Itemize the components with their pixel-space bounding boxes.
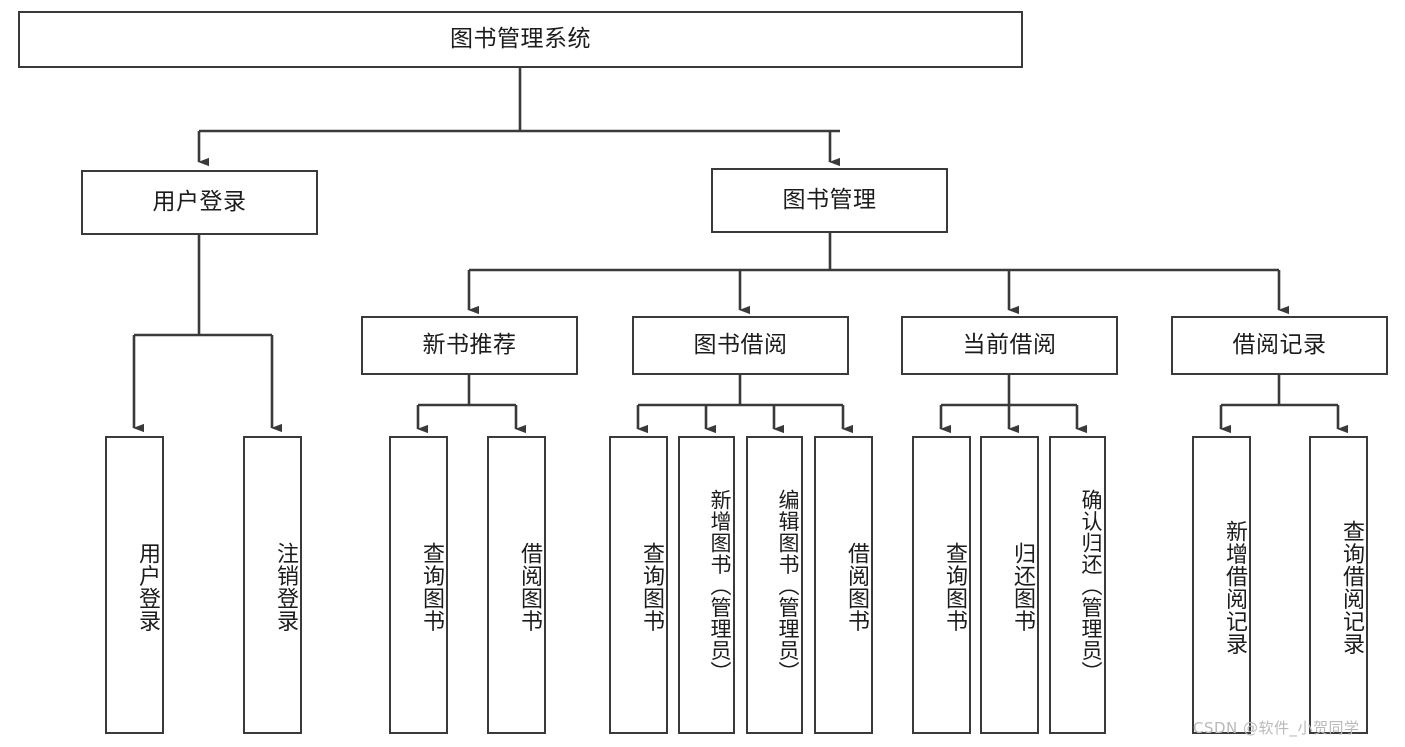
node-root-book-management-system[interactable]: 图书管理系统 [18,11,1023,68]
node-current-borrow[interactable]: 当前借阅 [901,316,1118,375]
node-user-login[interactable]: 用户登录 [81,170,318,235]
node-new-book-recommend[interactable]: 新书推荐 [361,316,578,375]
leaf-current-borrow-confirm-return-admin[interactable]: 确认归还（管理员） [1049,436,1106,734]
leaf-book-borrow-borrow-book[interactable]: 借阅图书 [814,436,873,734]
leaf-new-book-borrow-book[interactable]: 借阅图书 [487,436,546,734]
node-book-borrow[interactable]: 图书借阅 [632,316,849,375]
leaf-book-borrow-add-book-admin[interactable]: 新增图书（管理员） [678,436,735,734]
csdn-watermark: CSDN @软件_小贺同学 [1193,719,1360,737]
node-borrow-record[interactable]: 借阅记录 [1171,316,1388,375]
leaf-borrow-record-query-record[interactable]: 查询借阅记录 [1309,436,1368,734]
leaf-borrow-record-add-record[interactable]: 新增借阅记录 [1192,436,1251,734]
leaf-book-borrow-edit-book-admin[interactable]: 编辑图书（管理员） [746,436,803,734]
leaf-new-book-query-book[interactable]: 查询图书 [389,436,448,734]
node-book-management[interactable]: 图书管理 [711,168,948,233]
leaf-book-borrow-query-book[interactable]: 查询图书 [609,436,668,734]
leaf-user-login-login[interactable]: 用户登录 [105,436,164,734]
leaf-user-login-logout[interactable]: 注销登录 [243,436,302,734]
leaf-current-borrow-return-book[interactable]: 归还图书 [980,436,1039,734]
leaf-current-borrow-query-book[interactable]: 查询图书 [912,436,971,734]
